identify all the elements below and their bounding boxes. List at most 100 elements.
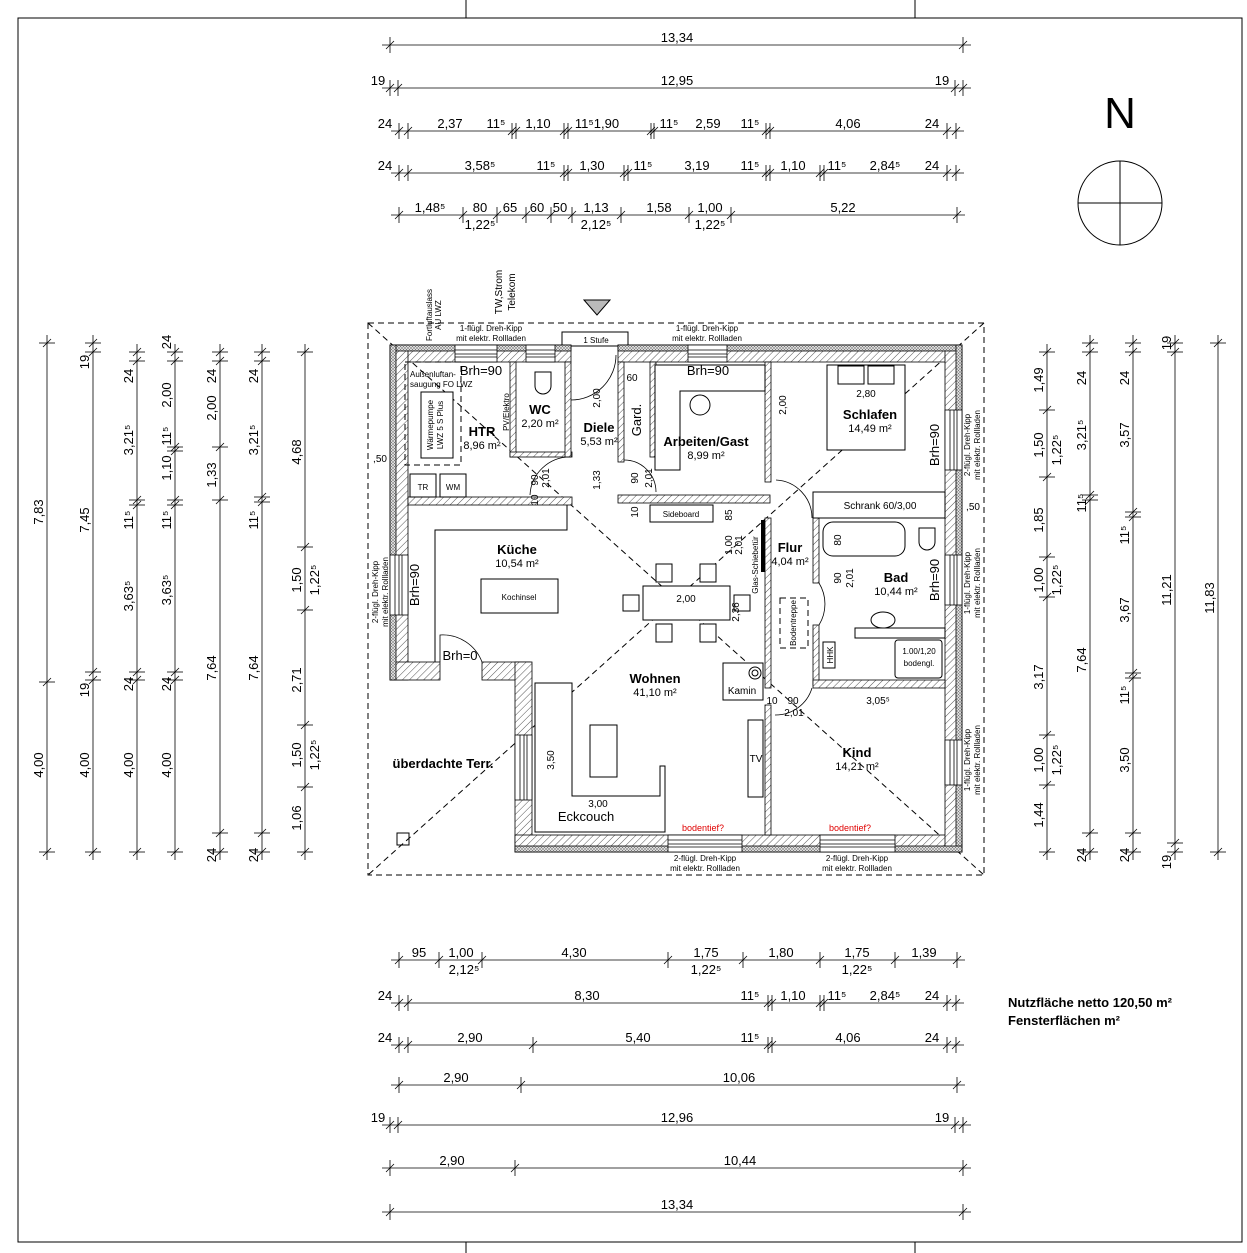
annotation-brh90: Brh=90 (460, 363, 502, 378)
annotation-win-b: mit elektr. Rollladen (973, 548, 982, 618)
plan-dimension: 2,80 (856, 389, 876, 400)
dimension-label: 11⁵ (741, 988, 760, 1003)
dimension-label: 65 (503, 200, 517, 215)
room-area: 10,54 m² (495, 558, 539, 570)
heater (822, 641, 836, 669)
sideboard (649, 504, 714, 523)
bath-toilet (918, 527, 936, 551)
room-area: 8,96 m² (463, 440, 501, 452)
room-name: Bad (884, 570, 909, 585)
dimension-label: 10,06 (723, 1070, 756, 1085)
dimension-label: 11⁵ (487, 116, 506, 131)
dimension-label: 5,40 (625, 1030, 650, 1045)
dining-table (642, 585, 731, 621)
fireplace (722, 662, 764, 701)
dimension-label: 1,30 (579, 158, 604, 173)
annotation-terrace: überdachte Terr. (393, 756, 494, 771)
dimension-label: 11⁵ (1117, 526, 1132, 545)
plan-dimension: 90 (630, 472, 641, 484)
plan-dimension: 10 (530, 494, 541, 506)
terrace-post (396, 832, 410, 846)
dimension-label: 24 (246, 369, 261, 383)
entrance-marker-icon (582, 299, 612, 316)
dimension-label: 2,59 (695, 116, 720, 131)
dimension-label: 1,10 (780, 158, 805, 173)
dimension-label: 19 (77, 355, 92, 369)
dimension-label: 1,06 (289, 805, 304, 830)
dimension-label: 80 (473, 200, 487, 215)
dimension-label: 1,10 (525, 116, 550, 131)
dimension-label: 1,39 (911, 945, 936, 960)
dimension-label: 4,00 (77, 752, 92, 777)
annotation-brh0: Brh=0 (442, 648, 477, 663)
room-name: Diele (583, 420, 614, 435)
dimension-sublabel: 1,22⁵ (307, 740, 322, 771)
dimension-sublabel: 1,22⁵ (695, 217, 726, 232)
plan-dimension: 2,36 (731, 602, 742, 622)
annotation-intake-2: saugung FO LWZ (410, 380, 473, 389)
dimension-label: 11⁵ (741, 158, 760, 173)
annotation-wardrobe: Gard. (629, 404, 644, 437)
plan-dimension: 10 (630, 506, 641, 518)
dimension-label: 1,33 (204, 462, 219, 487)
entrance-step (561, 331, 629, 347)
dimension-label: 24 (1117, 848, 1132, 862)
dimension-label: 11⁵ (246, 511, 261, 530)
dimension-label: 11⁵ (1074, 494, 1089, 513)
room-name: Schlafen (843, 407, 897, 422)
dimension-label: 1,00 (1031, 567, 1046, 592)
plan-dimension: 3,00 (588, 799, 608, 810)
dimension-label: 4,00 (121, 752, 136, 777)
room-area: 2,20 m² (521, 418, 559, 430)
annotation-win1-a: 1-flügl. Dreh-Kipp (963, 728, 972, 791)
annotation-brh90: Brh=90 (407, 564, 422, 606)
annotation-shower-1: 1.00/1,20 (902, 647, 936, 656)
dimension-label: 13,34 (661, 30, 694, 45)
annotation-exhaust-2: AU LWZ (434, 300, 443, 330)
plan-dimension: 2,00 (778, 395, 789, 415)
dimension-label: 11⁵ (121, 511, 136, 530)
dimension-label: 11,21 (1159, 574, 1174, 606)
annotation-win-b: mit elektr. Rollladen (381, 557, 390, 627)
window-area-summary: Fensterflächen m² (1008, 1013, 1121, 1028)
dimension-label: 3,63⁵ (159, 575, 174, 606)
annotation-floor-to-ceiling: bodentief? (682, 823, 724, 833)
dimension-label: 19 (1159, 336, 1174, 350)
dimension-label: 2,71 (289, 667, 304, 692)
north-arrow: N (1077, 89, 1163, 246)
door-swings (439, 354, 826, 716)
dimension-label: 5,22 (830, 200, 855, 215)
room-area: 4,04 m² (771, 556, 809, 568)
dimension-label: 11⁵ (159, 511, 174, 530)
plan-dimension: 3,50 (546, 750, 557, 770)
plan-dimension: 2,00 (592, 388, 603, 408)
dimension-label: 1,13 (583, 200, 608, 215)
annotation-win1-a: 1-flügl. Dreh-Kipp (963, 551, 972, 614)
annotation-win-b: mit elektr. Rollladen (822, 864, 892, 873)
dimension-label: 24 (246, 848, 261, 862)
annotation-brh90: Brh=90 (927, 424, 942, 466)
dimension-label: 24 (378, 116, 392, 131)
dimension-sublabel: 1,22⁵ (1049, 435, 1064, 466)
dimension-label: 1,49 (1031, 367, 1046, 392)
frame-ticks (465, 0, 916, 1253)
dimension-label: 11⁵ (741, 116, 760, 131)
plan-dimension: 3,05⁵ (866, 696, 890, 707)
plan-dimension: 1,33 (592, 470, 603, 490)
dimension-sublabel: 1,22⁵ (1049, 565, 1064, 596)
closet (812, 491, 946, 519)
annotation-win-b: mit elektr. Rollladen (670, 864, 740, 873)
dimension-label: 24 (925, 988, 939, 1003)
plan-dimension: ,50 (966, 502, 980, 513)
dimension-label: 1,10 (159, 455, 174, 480)
annotation-sliding-door: Glas-Schiebetür (751, 536, 760, 594)
tv-cabinet (747, 719, 764, 798)
dimension-label: 24 (378, 988, 392, 1003)
dimension-label: 24 (204, 848, 219, 862)
kitchen-island (480, 578, 559, 614)
dimension-label: 7,64 (246, 655, 261, 680)
room-name: WC (529, 402, 551, 417)
annotation-win2-a: 2-flügl. Dreh-Kipp (963, 413, 972, 476)
dimension-label: 1,50 (289, 742, 304, 767)
